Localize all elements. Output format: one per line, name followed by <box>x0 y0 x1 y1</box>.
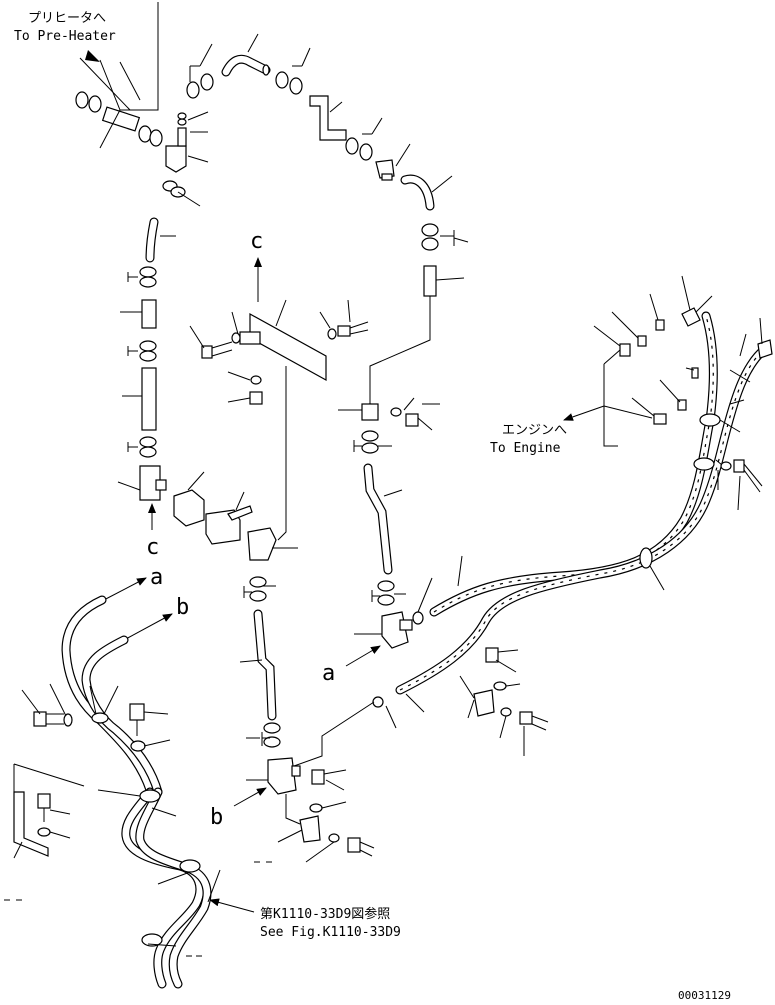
engine-connector-fittings: エンジンへ To Engine <box>490 293 699 456</box>
ref-mark-b-upper: b <box>176 595 189 620</box>
engine-jp-label: エンジンへ <box>502 423 567 438</box>
preheater-callout: プリヒータへ To Pre-Heater <box>14 2 159 111</box>
center-fittings <box>173 471 298 748</box>
engine-en-label: To Engine <box>490 441 561 456</box>
ref-mark-a-lower: a <box>322 661 335 686</box>
ref-mark-c-bottom: c <box>146 535 159 560</box>
upper-right-pipe-group <box>309 95 469 404</box>
top-elbow-hose <box>186 33 311 99</box>
lower-center-tee <box>233 757 375 863</box>
preheater-en-label: To Pre-Heater <box>14 29 116 44</box>
ref-mark-b-lower: b <box>210 805 223 830</box>
ref-mark-c-top: c <box>250 229 263 254</box>
center-bracket-group: c <box>189 229 369 541</box>
drawing-number: 00031129 <box>678 989 731 1002</box>
right-lower-bracket <box>293 647 549 767</box>
see-fig-jp-label: 第K1110-33D9図参照 <box>260 906 390 922</box>
see-fig-en-label: See Fig.K1110-33D9 <box>260 925 401 940</box>
preheater-jp-label: プリヒータへ <box>28 11 106 26</box>
left-vertical-stack <box>117 217 176 530</box>
center-right-stack <box>338 397 440 667</box>
preheater-pipe-group <box>75 91 209 207</box>
engine-hoses <box>395 275 773 713</box>
ref-mark-a-upper: a <box>150 565 163 590</box>
lower-left-harness: a b <box>4 565 272 989</box>
